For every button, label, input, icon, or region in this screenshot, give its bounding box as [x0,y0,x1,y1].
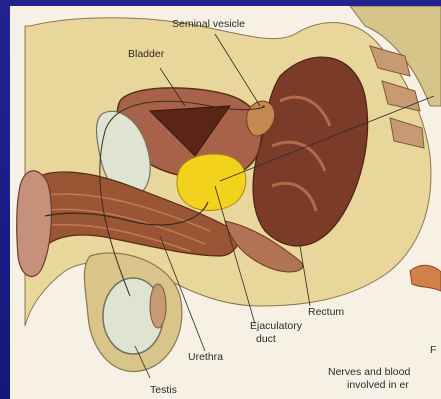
prostate-shape [177,154,246,210]
anatomy-diagram: Seminal vesicle Bladder Rectum Ejaculato… [10,6,441,399]
label-cut-letter: F [430,344,436,356]
label-rectum: Rectum [308,306,344,318]
nerves-illustration [410,265,441,291]
epididymis [150,284,166,328]
label-nerves-line1: Nerves and blood [328,366,410,378]
label-ejaculatory-line2: duct [256,333,276,345]
label-seminal-vesicle: Seminal vesicle [172,18,245,30]
label-ejaculatory-line1: Ejaculatory [250,320,302,332]
label-testis: Testis [150,384,177,396]
label-urethra: Urethra [188,351,223,363]
label-nerves-line2: involved in er [347,379,409,391]
anatomy-illustration [10,6,441,399]
label-bladder: Bladder [128,48,164,60]
